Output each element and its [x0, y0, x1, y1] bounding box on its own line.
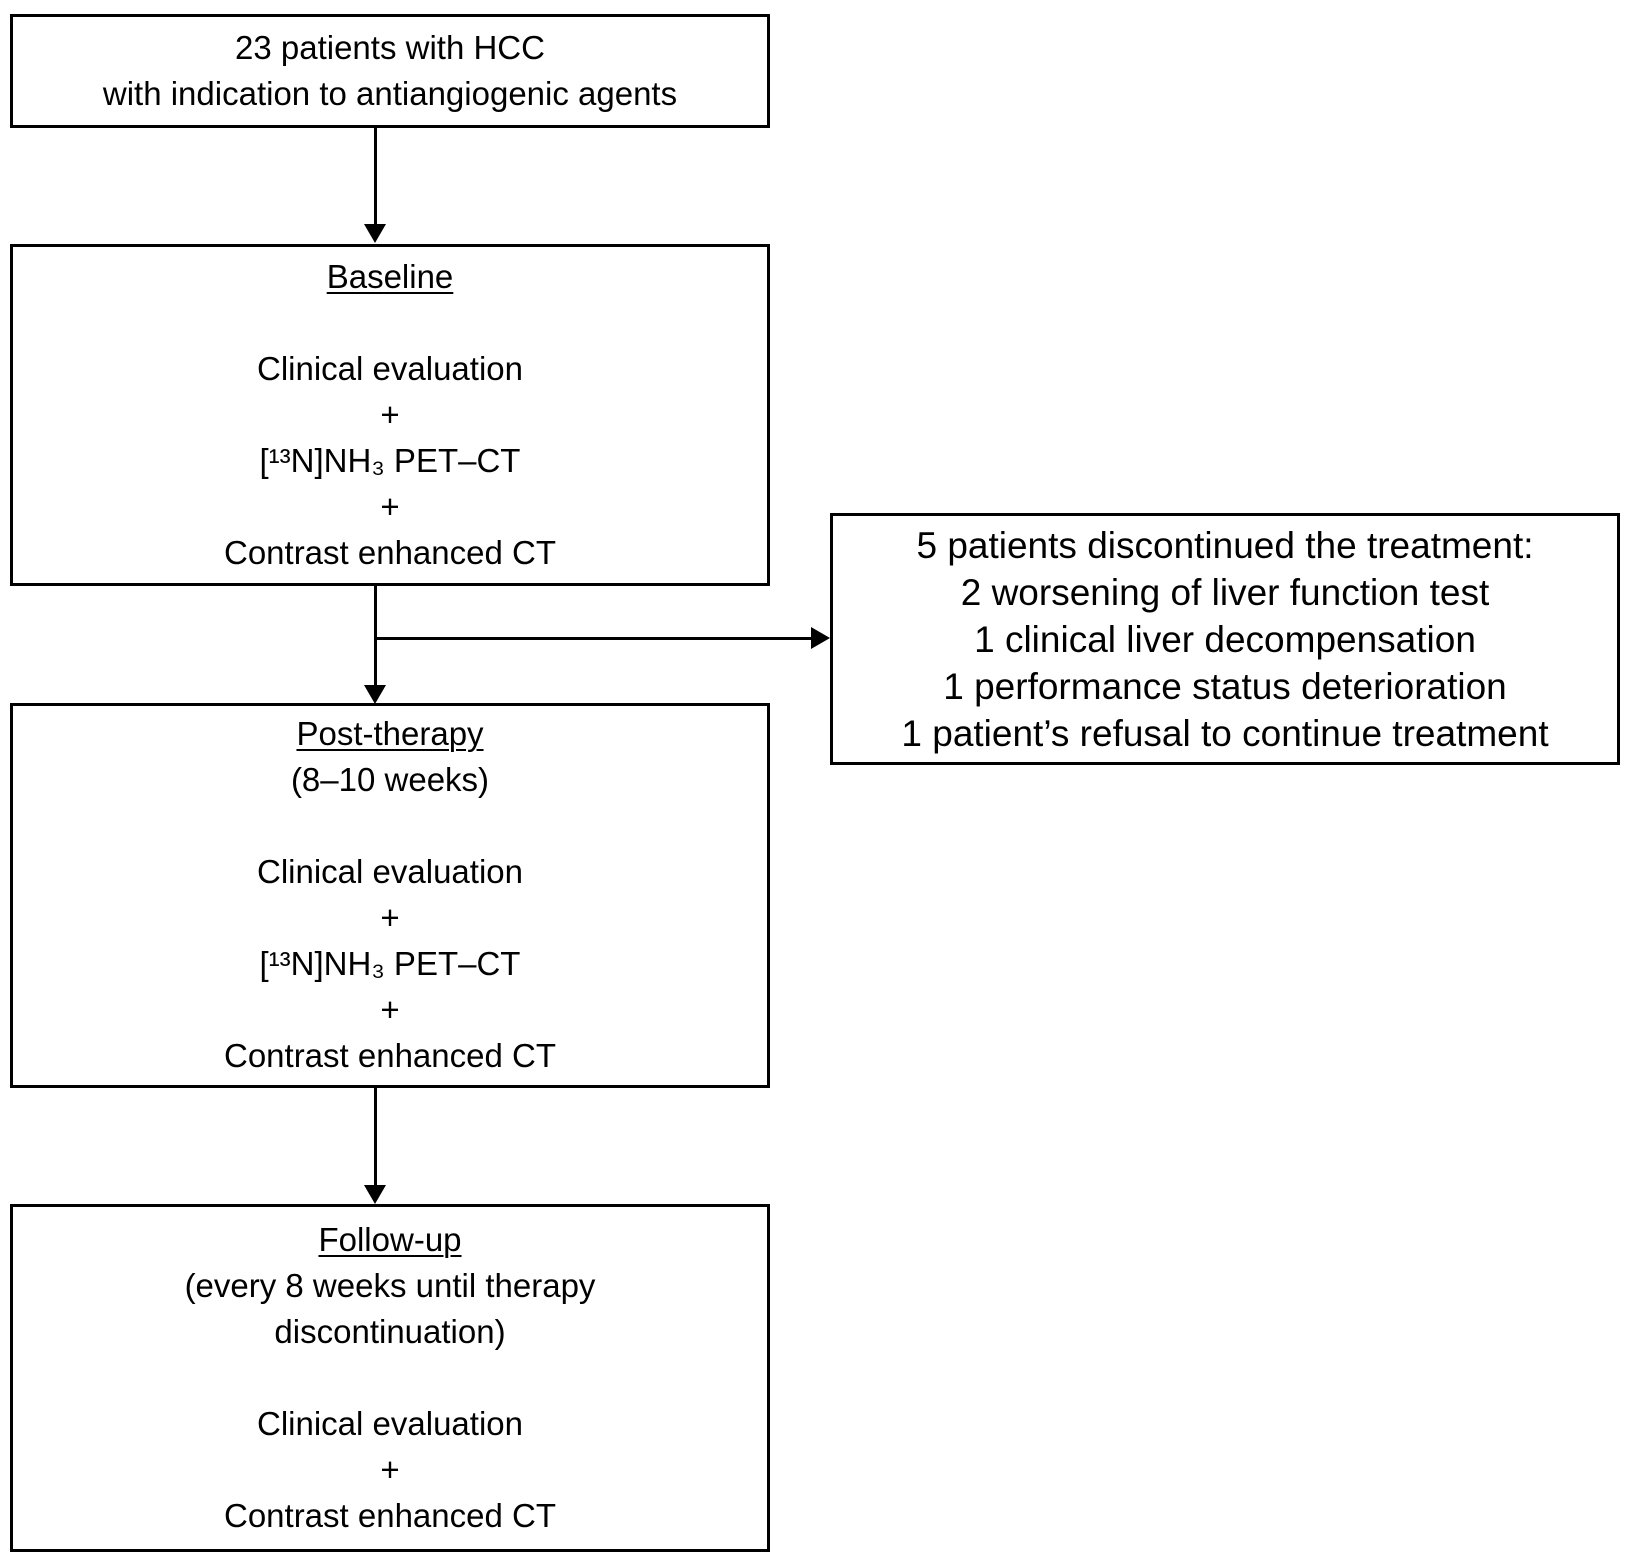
post-therapy-box: Post-therapy (8–10 weeks) Clinical evalu…: [10, 703, 770, 1088]
arrow-baseline-to-post-therapy-line: [374, 586, 377, 685]
text-line: +: [380, 1451, 400, 1488]
text-line: +: [380, 396, 400, 433]
post-therapy-title: Post-therapy: [296, 715, 484, 752]
arrow-enrollment-to-baseline-line: [374, 128, 377, 225]
text-line: [¹³N]NH₃ PET–CT: [259, 945, 521, 982]
text-line: Clinical evaluation: [257, 853, 523, 890]
text-line: +: [380, 991, 400, 1028]
text-line: Contrast enhanced CT: [223, 1497, 556, 1534]
follow-up-box: Follow-up (every 8 weeks until therapy d…: [10, 1204, 770, 1552]
text-line: +: [380, 899, 400, 936]
discontinued-box: 5 patients discontinued the treatment: 2 …: [830, 513, 1620, 765]
text-line: +: [380, 488, 400, 525]
text-line: 1 clinical liver decompensation: [974, 618, 1476, 660]
follow-up-text: Clinical evaluation + Contrast enhanced CT: [13, 1401, 767, 1539]
text-line: with indication to antiangiogenic agents: [102, 75, 678, 112]
text-line: 5 patients discontinued the treatment:: [916, 524, 1534, 566]
post-therapy-text: Clinical evaluation + [¹³N]NH₃ PET–CT + Cont…: [13, 849, 767, 1079]
text-line: Contrast enhanced CT: [223, 1037, 556, 1074]
arrow-branch-to-discontinued-line: [374, 637, 812, 640]
text-line: 1 patient’s refusal to continue treatmen…: [901, 712, 1549, 754]
baseline-box: Baseline Clinical evaluation + [¹³N]NH₃ PE…: [10, 244, 770, 586]
baseline-title: Baseline: [326, 258, 454, 295]
discontinued-text: 5 patients discontinued the treatment: 2 …: [833, 522, 1617, 757]
follow-up-subtitle: (every 8 weeks until therapy discontinua…: [184, 1267, 596, 1350]
text-line: [¹³N]NH₃ PET–CT: [259, 442, 521, 479]
baseline-text: Clinical evaluation + [¹³N]NH₃ PET–CT + Cont…: [13, 346, 767, 576]
arrowhead-down-icon: [364, 685, 386, 704]
arrowhead-down-icon: [364, 1185, 386, 1204]
enrollment-box: 23 patients with HCC with indication to a…: [10, 14, 770, 128]
text-line: 2 worsening of liver function test: [960, 571, 1490, 613]
text-line: 23 patients with HCC: [235, 29, 545, 66]
text-line: Clinical evaluation: [257, 350, 523, 387]
arrowhead-right-icon: [811, 627, 830, 649]
text-line: Contrast enhanced CT: [223, 534, 556, 571]
enrollment-text: 23 patients with HCC with indication to a…: [13, 25, 767, 117]
arrowhead-down-icon: [364, 224, 386, 243]
follow-up-title: Follow-up: [318, 1221, 462, 1258]
arrow-post-therapy-to-follow-up-line: [374, 1088, 377, 1185]
post-therapy-subtitle: (8–10 weeks): [290, 761, 490, 798]
text-line: 1 performance status deterioration: [943, 665, 1507, 707]
text-line: Clinical evaluation: [257, 1405, 523, 1442]
